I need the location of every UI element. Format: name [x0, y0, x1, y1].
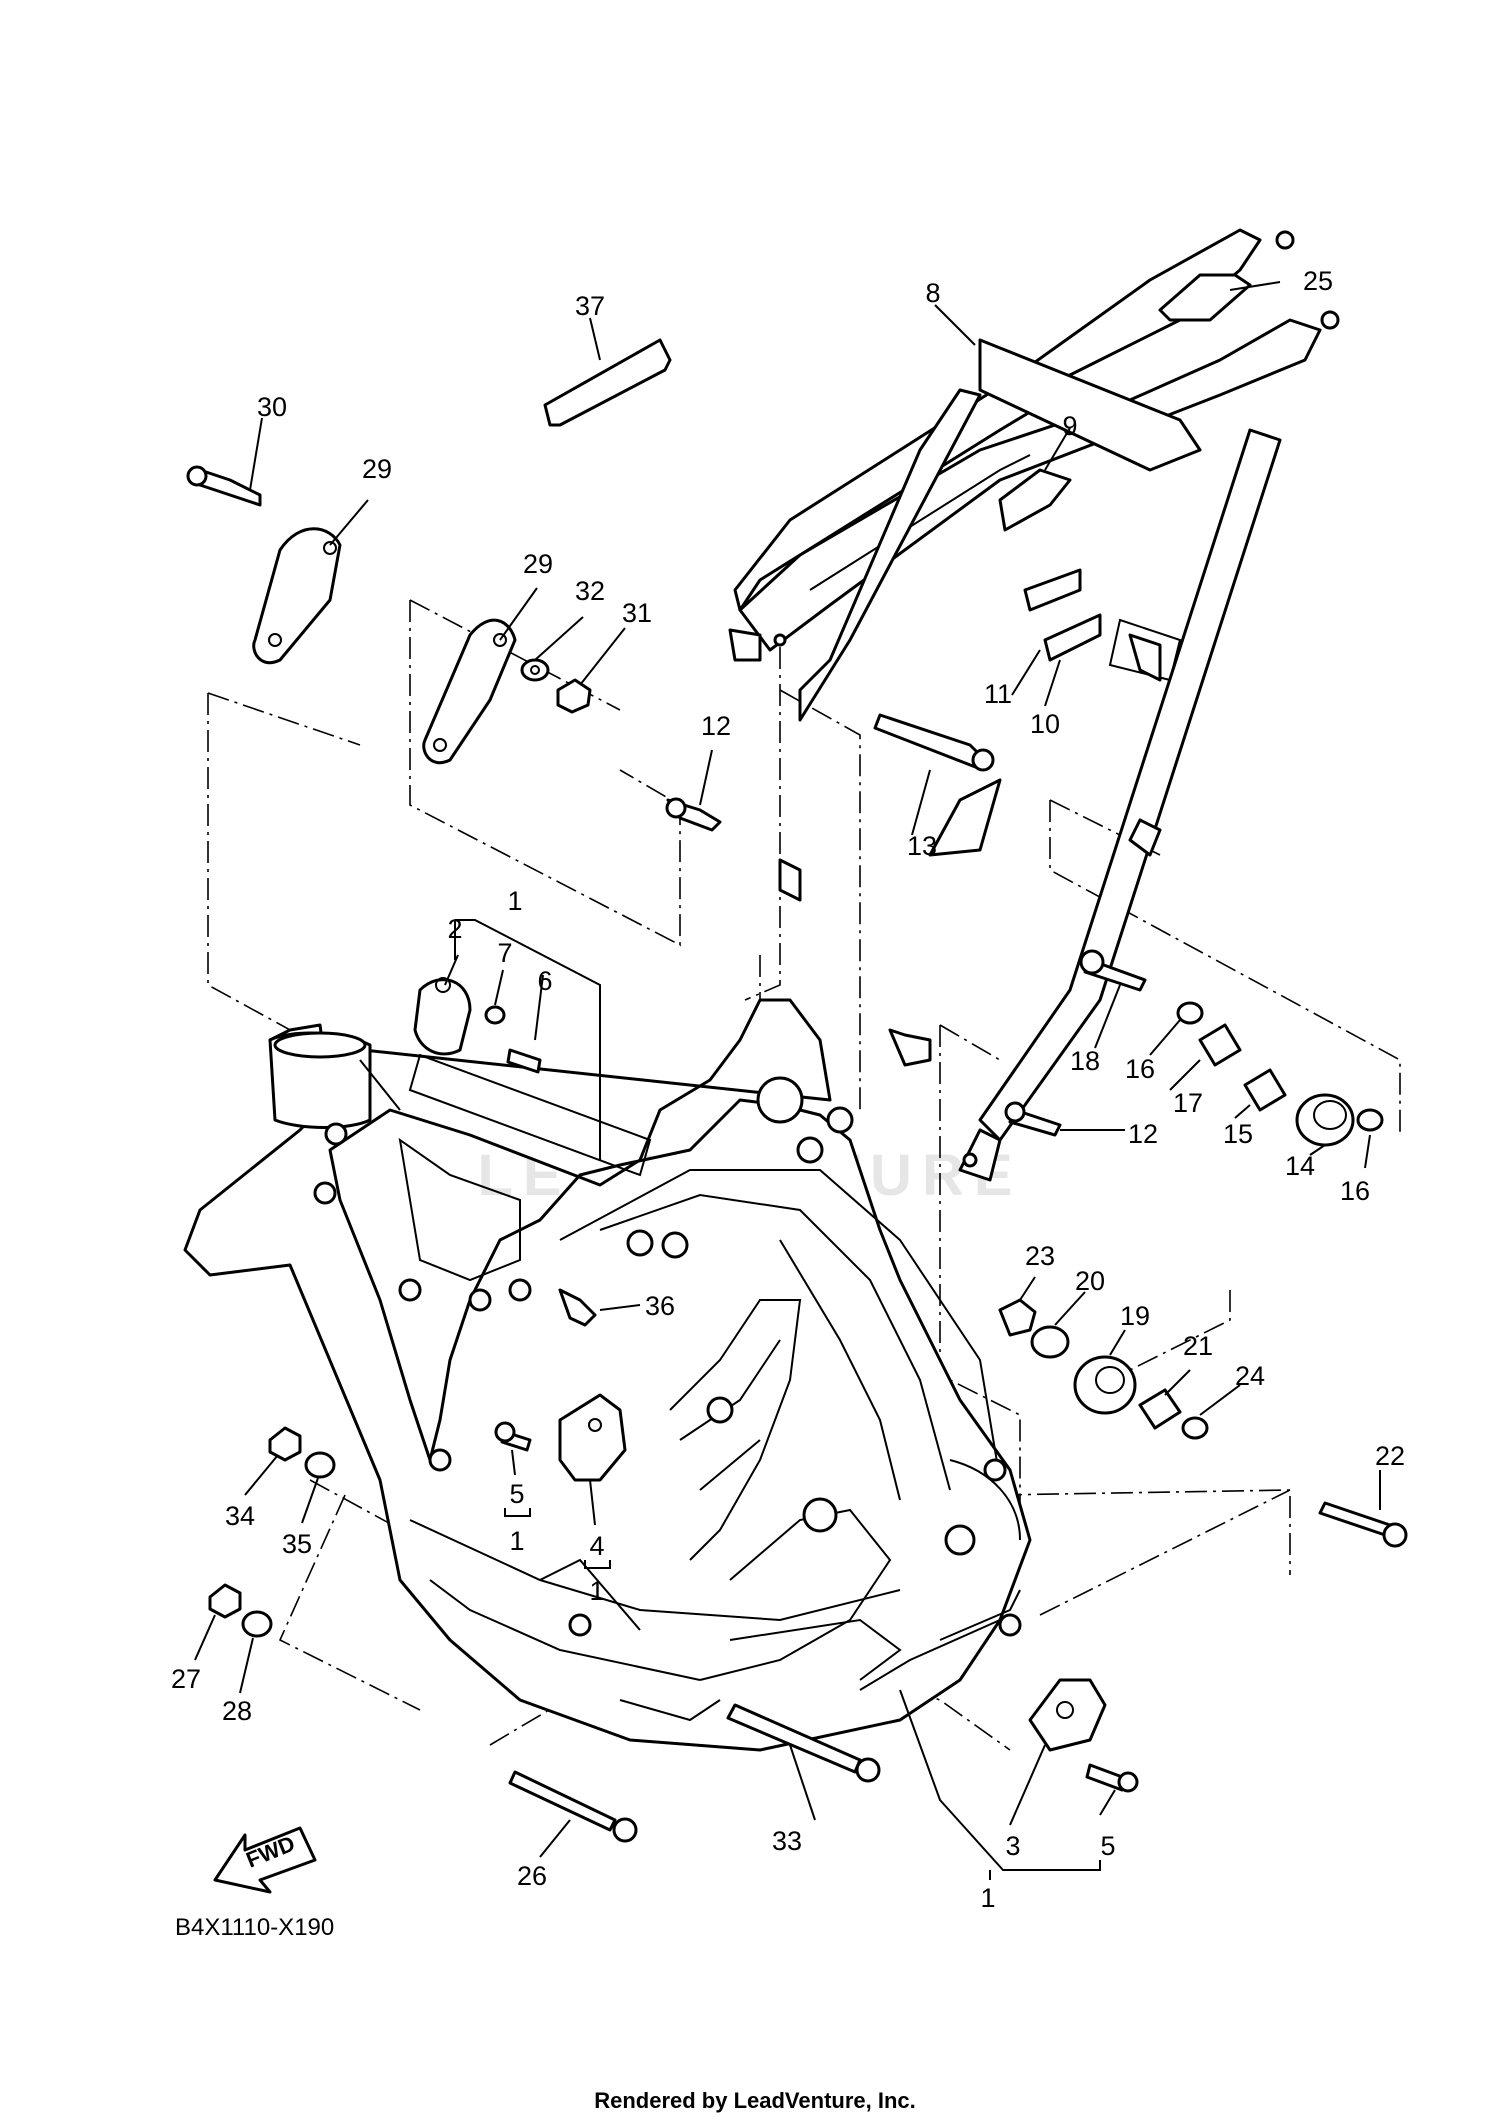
- callout-16-lower: 16: [1340, 1176, 1370, 1206]
- callout-3: 3: [1005, 1831, 1020, 1861]
- callout-29-left: 29: [362, 454, 392, 484]
- callout-30: 30: [257, 392, 287, 422]
- callout-32: 32: [575, 576, 605, 606]
- small-parts: [186, 273, 1408, 1843]
- rear-subframe: [728, 228, 1340, 1182]
- callout-17: 17: [1173, 1088, 1203, 1118]
- callout-34: 34: [225, 1501, 255, 1531]
- callout-33: 33: [772, 1826, 802, 1856]
- callout-5-upper: 5: [509, 1479, 524, 1509]
- callout-31: 31: [622, 598, 652, 628]
- callout-15: 15: [1223, 1119, 1253, 1149]
- callout-28: 28: [222, 1696, 252, 1726]
- main-frame: [183, 998, 1032, 1752]
- callout-13: 13: [907, 831, 937, 861]
- rendered-by-footer: Rendered by LeadVenture, Inc.: [594, 2088, 916, 2113]
- callout-29-right: 29: [523, 549, 553, 579]
- callout-19: 19: [1120, 1301, 1150, 1331]
- fwd-arrow-icon: FWD: [213, 1826, 317, 1894]
- callout-21: 21: [1183, 1331, 1213, 1361]
- callout-1-upper: 1: [507, 886, 522, 916]
- callout-12-lower: 12: [1128, 1119, 1158, 1149]
- callout-2: 2: [447, 914, 462, 944]
- callout-1-lower-mid: 1: [589, 1576, 604, 1606]
- leader-lines: [194, 281, 1381, 1880]
- callout-22: 22: [1375, 1441, 1405, 1471]
- callout-11: 11: [984, 679, 1012, 709]
- callout-9: 9: [1062, 411, 1077, 441]
- callout-8: 8: [925, 278, 940, 308]
- callout-4: 4: [589, 1531, 604, 1561]
- callout-24: 24: [1235, 1361, 1265, 1391]
- callout-6: 6: [537, 966, 552, 996]
- callout-14: 14: [1285, 1151, 1315, 1181]
- callout-labels: 37 8 25 30 29 9 29 32 31 11 10 12 13 1 2…: [171, 266, 1405, 1913]
- diagram-code: B4X1110-X190: [175, 1914, 334, 1941]
- callout-25: 25: [1303, 266, 1333, 296]
- callout-12-upper: 12: [701, 711, 731, 741]
- callout-5-lower: 5: [1100, 1831, 1115, 1861]
- callout-1-lower-left: 1: [509, 1526, 524, 1556]
- callout-35: 35: [282, 1529, 312, 1559]
- callout-26: 26: [517, 1861, 547, 1891]
- callout-23: 23: [1025, 1241, 1055, 1271]
- callout-37: 37: [575, 291, 605, 321]
- callout-18: 18: [1070, 1046, 1100, 1076]
- callout-1-bottom: 1: [980, 1883, 995, 1913]
- callout-7: 7: [497, 938, 512, 968]
- callout-10: 10: [1030, 709, 1060, 739]
- callout-16-upper: 16: [1125, 1054, 1155, 1084]
- callout-36: 36: [645, 1291, 675, 1321]
- callout-27: 27: [171, 1664, 201, 1694]
- callout-20: 20: [1075, 1266, 1105, 1296]
